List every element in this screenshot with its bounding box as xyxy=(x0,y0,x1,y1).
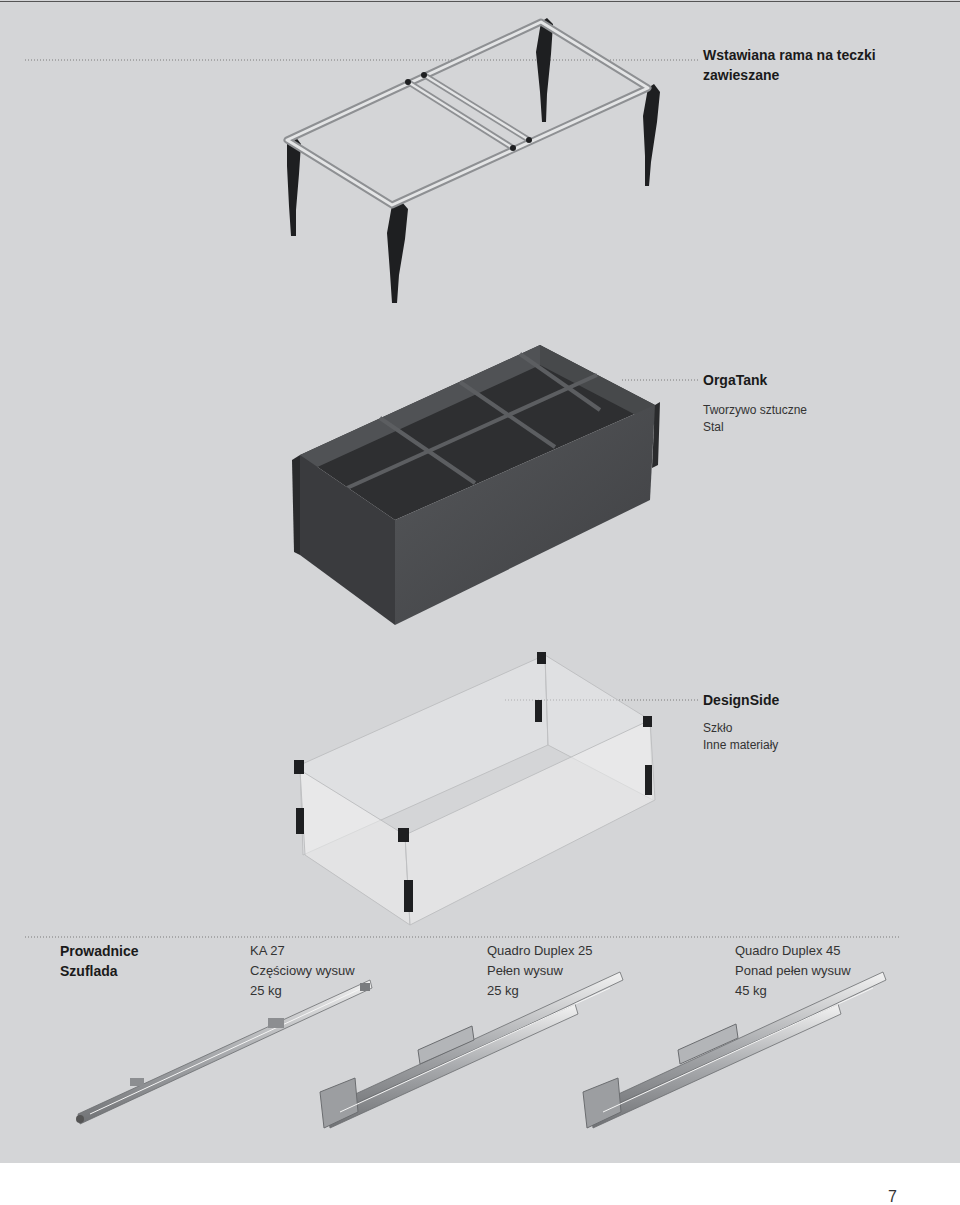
slide-name: KA 27 xyxy=(250,942,450,960)
label-holder: OrgaTank xyxy=(703,371,903,391)
designside-glass xyxy=(294,652,655,925)
item-title: Wstawiana rama na teczki zawieszane xyxy=(703,46,903,85)
slide-extension: Częściowy wysuw xyxy=(250,962,450,980)
page-number: 7 xyxy=(888,1186,928,1205)
slide-load: 25 kg xyxy=(250,982,450,1000)
material: Tworzywo sztuczne xyxy=(703,402,903,419)
material: Stal xyxy=(703,419,903,436)
item-title: DesignSide xyxy=(703,691,903,711)
label-holder: Pełen wysuw xyxy=(487,962,687,980)
label-holder: 7 xyxy=(888,1186,928,1205)
leader-lines xyxy=(25,60,900,937)
label-holder: Tworzywo sztuczne xyxy=(703,402,903,419)
item-title: OrgaTank xyxy=(703,371,903,391)
slide-extension: Pełen wysuw xyxy=(487,962,687,980)
quadro-duplex-45-slide xyxy=(583,972,886,1128)
section-title: Prowadnice Szuflada xyxy=(60,942,150,981)
slide-name: Quadro Duplex 45 xyxy=(735,942,935,960)
label-holder: 45 kg xyxy=(735,982,935,1000)
label-holder: Szkło xyxy=(703,720,903,737)
quadro-duplex-25-slide xyxy=(320,972,623,1128)
label-holder: Wstawiana rama na teczki zawieszane xyxy=(703,46,903,85)
label-holder: 25 kg xyxy=(487,982,687,1000)
label-holder: Częściowy wysuw xyxy=(250,962,450,980)
slide-extension: Ponad pełen wysuw xyxy=(735,962,935,980)
label-holder: Inne materiały xyxy=(703,737,903,754)
label-holder: Stal xyxy=(703,419,903,436)
slide-load: 45 kg xyxy=(735,982,935,1000)
label-holder: Ponad pełen wysuw xyxy=(735,962,935,980)
label-holder: Quadro Duplex 25 xyxy=(487,942,687,960)
label-holder: KA 27 xyxy=(250,942,450,960)
orgatank-box xyxy=(292,345,660,625)
material: Szkło xyxy=(703,720,903,737)
hanging-file-frame xyxy=(287,18,660,303)
page-ground xyxy=(0,0,960,1163)
label-holder: DesignSide xyxy=(703,691,903,711)
slide-load: 25 kg xyxy=(487,982,687,1000)
material: Inne materiały xyxy=(703,737,903,754)
slide-name: Quadro Duplex 25 xyxy=(487,942,687,960)
top-rule xyxy=(0,1,960,2)
label-holder: Prowadnice Szuflada xyxy=(60,942,150,981)
label-holder: Quadro Duplex 45 xyxy=(735,942,935,960)
label-holder: 25 kg xyxy=(250,982,450,1000)
